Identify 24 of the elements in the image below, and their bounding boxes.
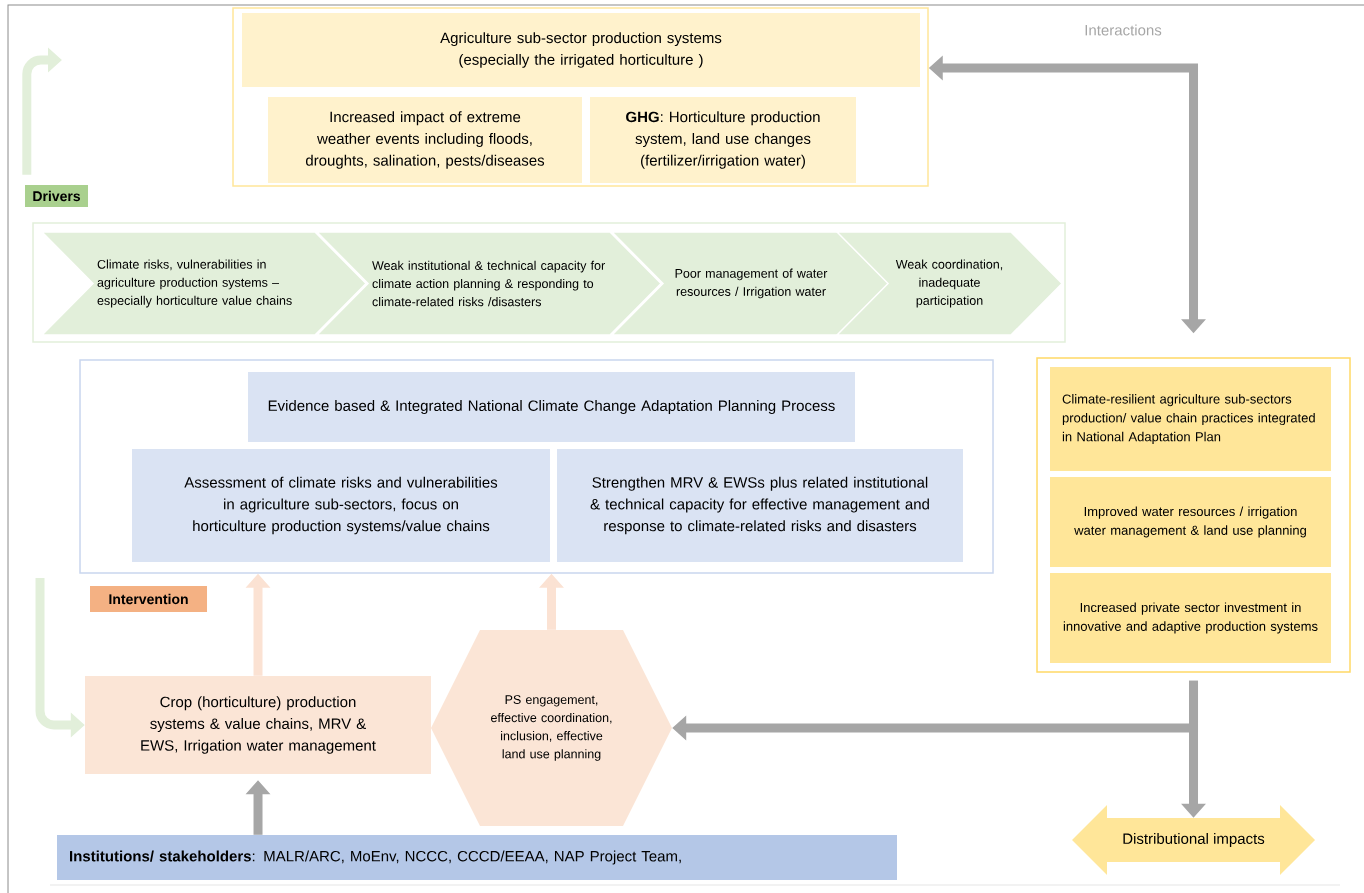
stakeholder-bar: Institutions/ stakeholders: MALR/ARC, MoEnv, NCCC, CCCD/EEAA, NAP Project Team, — [57, 835, 897, 880]
process-box: Assessment of climate risks and vulnerabilities in agriculture sub-sectors, focus on horticulture production systems/value chains — [132, 449, 550, 562]
impact-box: Increased impact of extreme weather events including floods, droughts, salination, pests/diseases — [268, 97, 582, 183]
step-banner: Weak coordination, inadequate participation — [835, 231, 1064, 336]
edge-label: Interactions — [1085, 24, 1162, 36]
process-box: Evidence based & Integrated National Climate Change Adaptation Planning Process — [248, 372, 855, 442]
section-tag: Intervention — [90, 586, 207, 612]
group-frame — [232, 7, 929, 187]
step-banner: Climate risks, vulnerabilities in agriculture production systems – especially horticulture value chains — [40, 231, 368, 336]
intervention-box: Crop (horticulture) production systems & value chains, MRV & EWS, Irrigation water management — [85, 676, 431, 774]
step-banner: Poor management of water resources / Irrigation water — [610, 231, 892, 336]
section-tag: Drivers — [25, 185, 88, 207]
arrow — [22, 47, 62, 175]
group-frame — [32, 222, 1066, 343]
group-frame — [79, 359, 994, 574]
system-box: Agriculture sub-sector production systems (especially the irrigated horticulture ) — [242, 13, 920, 87]
impact-box: GHG: Horticulture production system, land use changes (fertilizer/irrigation water) — [590, 97, 856, 183]
outcome-box: Increased private sector investment in innovative and adaptive production systems — [1050, 573, 1331, 663]
outcome-box: Climate-resilient agriculture sub-sectors production/ value chain practices integrated in National Adaptation Plan — [1050, 367, 1331, 471]
process-box: Strengthen MRV & EWSs plus related institutional & technical capacity for effective management and response to climate-related risks and disasters — [557, 449, 963, 562]
hexagon: PS engagement, effective coordination, inclusion, effective land use planning — [431, 630, 672, 826]
outcome-box: Improved water resources / irrigation water management & land use planning — [1050, 477, 1331, 567]
group-frame — [1036, 357, 1351, 673]
step-banner: Weak institutional & technical capacity for climate action planning & responding to climate-related risks /disasters — [315, 231, 663, 336]
